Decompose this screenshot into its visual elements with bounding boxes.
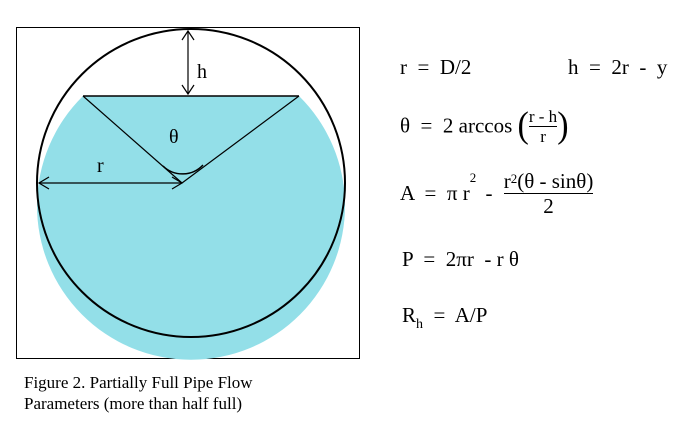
equation-radius-text: r = D/2 [400,55,472,79]
area-fraction: r2(θ - sinθ) 2 [503,170,594,218]
r-arrowhead-right [171,176,184,190]
area-exponent: 2 [469,169,477,185]
area-numerator-r: r [503,169,511,193]
caption-line-2: Parameters (more than half full) [24,394,243,413]
equation-perimeter: P = 2πr - r θ [402,247,519,272]
equation-perimeter-text: P = 2πr - r θ [402,247,519,271]
area-numerator: r2(θ - sinθ) [504,170,594,192]
r-arrowhead-left [37,176,50,190]
equation-hyd-R: R [402,303,417,327]
figure-caption: Figure 2. Partially Full Pipe Flow Param… [24,372,364,414]
area-numerator-rest: (θ - sinθ) [517,169,594,193]
equation-area: A = π r2 - r2(θ - sinθ) 2 [400,169,594,218]
water-fill [36,96,346,360]
area-denominator: 2 [543,194,554,218]
label-r: r [97,155,104,177]
theta-fraction: r - h r [528,106,558,146]
label-h: h [197,61,207,83]
h-arrowhead-top [181,29,195,41]
equation-hyd-rest: = A/P [423,303,488,327]
equation-area-minus: - [485,181,493,205]
equation-hyd-sub: h [416,317,424,332]
h-arrowhead-bottom [181,84,195,96]
paren-open: ( [517,105,529,146]
equation-theta: θ = 2 arccos ( r - h r ) [400,105,569,146]
equation-hydraulic-radius: Rh = A/P [402,303,488,332]
equation-radius: r = D/2 [400,55,471,80]
caption-line-1: Figure 2. Partially Full Pipe Flow [24,373,253,392]
equation-area-prefix: A = π r [400,181,470,205]
equation-height-text: h = 2r - y [568,55,668,79]
area-numerator-exponent: 2 [510,171,518,186]
pipe-circle [36,28,346,338]
theta-numerator: r - h [528,106,558,126]
label-theta: θ [169,126,179,148]
area-fraction-bar [503,193,594,194]
equation-height: h = 2r - y [568,55,667,80]
theta-denominator: r [540,126,546,146]
pipe-figure: h θ r [16,27,360,360]
theta-fraction-bar [528,125,558,127]
radius-line-right [181,95,300,184]
theta-arc [162,164,204,175]
pipe-cross-section-diagram: h θ r [36,28,346,360]
paren-close: ) [557,105,569,146]
equation-theta-prefix: θ = 2 arccos [400,113,513,138]
